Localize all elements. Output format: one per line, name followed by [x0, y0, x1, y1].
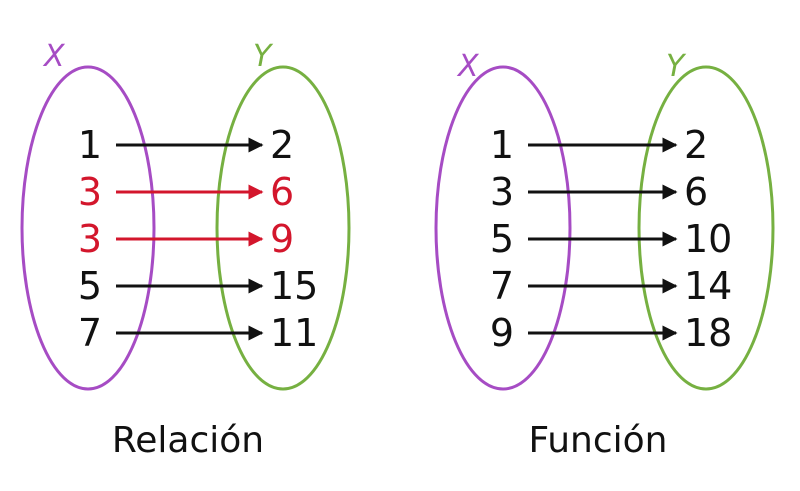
relation-codomain-value: 6: [270, 170, 294, 214]
relation-caption: Relación: [112, 420, 264, 461]
function-domain-value: 1: [490, 123, 514, 167]
relation-domain-value: 3: [78, 217, 102, 261]
relation-x-set-ellipse: [20, 65, 156, 391]
relation-y-set-ellipse: [215, 65, 351, 391]
function-domain-value: 5: [490, 217, 514, 261]
function-domain-value: 3: [490, 170, 514, 214]
function-diagram: X Y 1 2 3 6 5 10 7 14 9 18 Función: [434, 49, 775, 461]
function-codomain-value: 6: [684, 170, 708, 214]
function-mappings: 1 2 3 6 5 10 7 14 9 18: [490, 123, 732, 355]
relation-domain-value: 1: [78, 123, 102, 167]
function-codomain-value: 14: [684, 264, 732, 308]
relation-domain-value: 7: [78, 311, 102, 355]
relation-codomain-value: 9: [270, 217, 294, 261]
relation-domain-value: 3: [78, 170, 102, 214]
function-caption: Función: [528, 420, 667, 461]
relation-diagram: X Y 1 2 3 6 3 9 5 15 7 11 Relación: [20, 39, 351, 461]
relation-codomain-value: 11: [270, 311, 318, 355]
function-y-set-label: Y: [666, 49, 687, 84]
function-codomain-value: 10: [684, 217, 732, 261]
relation-domain-value: 5: [78, 264, 102, 308]
function-codomain-value: 2: [684, 123, 708, 167]
function-domain-value: 7: [490, 264, 514, 308]
function-x-set-ellipse: [434, 65, 572, 391]
relation-codomain-value: 2: [270, 123, 294, 167]
function-x-set-label: X: [456, 49, 480, 84]
function-codomain-value: 18: [684, 311, 732, 355]
relation-codomain-value: 15: [270, 264, 318, 308]
function-domain-value: 9: [490, 311, 514, 355]
relation-y-set-label: Y: [253, 39, 274, 74]
relation-x-set-label: X: [42, 39, 66, 74]
relation-mappings: 1 2 3 6 3 9 5 15 7 11: [78, 123, 318, 355]
function-y-set-ellipse: [637, 65, 775, 391]
